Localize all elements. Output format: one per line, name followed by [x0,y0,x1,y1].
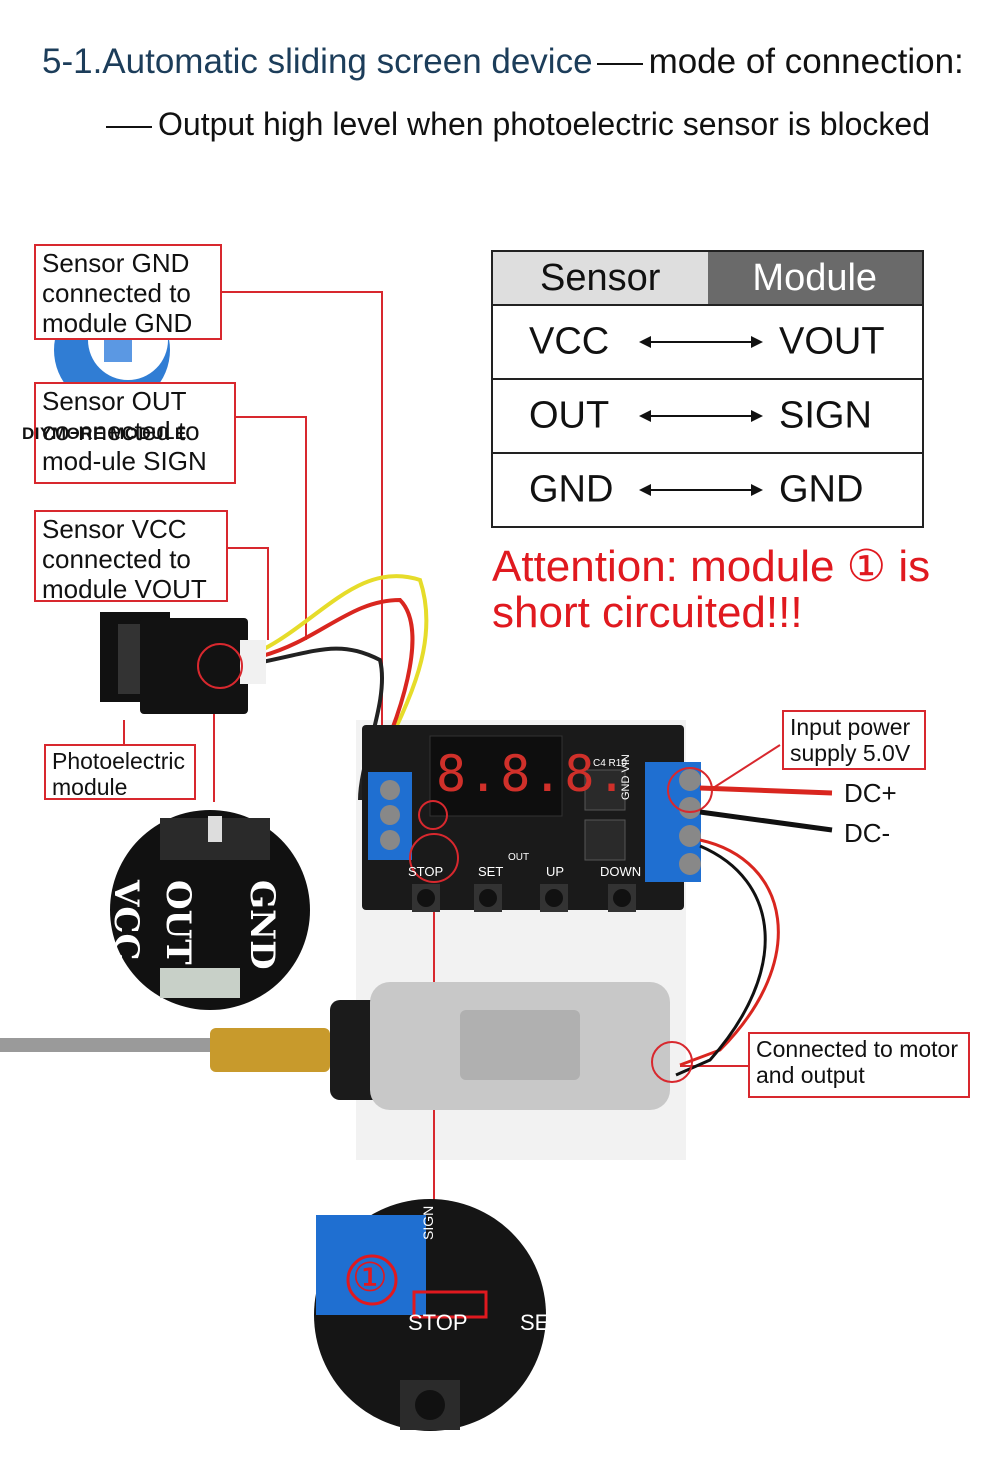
dc-minus-label: DC- [844,818,891,848]
header-module: Module [707,251,923,305]
header-sensor: Sensor [492,251,708,305]
board-button-stop: STOP [408,864,444,879]
zoom-set: SE [520,1310,550,1335]
title-main: 5-1.Automatic sliding screen device [42,42,593,81]
zoom-pin-gnd: GND [242,880,282,970]
page-title: 5-1.Automatic sliding screen device mode … [42,42,964,82]
watermark-text: DIYMORE MODULE [22,424,187,443]
zoom-board-circle [314,1199,546,1431]
board-display: 8.8.8. [436,745,629,803]
page-subtitle: Output high level when photoelectric sen… [106,106,930,143]
title-tail: mode of connection: [648,42,964,81]
double-arrow-icon [639,484,763,496]
attention-line2: short circuited!!! [492,588,803,637]
board-button-down: DOWN [600,864,642,879]
callout-photoelectric: Photoelectric module [44,744,196,800]
subtitle-dash [106,125,152,128]
double-arrow-icon [639,336,763,348]
callout-input-power: Input power supply 5.0V [782,710,926,770]
table-row: OUT SIGN [492,378,923,453]
row-sensor: OUT [529,394,610,437]
table-row: GND GND [492,452,923,527]
title-dash [596,62,643,65]
table-header-row: Sensor Module [492,251,923,305]
row-sensor: VCC [529,320,610,363]
callout-sensor-vcc: Sensor VCC connected to module VOUT [34,510,228,604]
board-button-set: SET [478,864,504,879]
attention-line1: Attention: module ① is [492,542,931,591]
zoom-sensor-circle [110,810,310,1010]
board-button-up: UP [546,864,565,879]
motor [0,982,693,1110]
board-out-label: OUT [508,852,530,863]
motor-wires [675,838,780,1077]
zoom-pin-out: OUT [158,880,198,965]
power-wires [699,785,833,833]
zoom-sign: SIGN [420,1205,436,1240]
zoom-pin-vcc: VCC [106,880,146,961]
row-sensor: GND [529,468,614,511]
double-arrow-icon [639,410,763,422]
pin-mapping-table: Sensor Module VCC VOUT OUT SIGN GND GND [491,250,924,528]
zoom-stop: STOP [408,1310,468,1335]
subtitle-text: Output high level when photoelectric sen… [158,106,930,142]
zoom-marker: ① [352,1256,388,1300]
row-module: SIGN [779,394,872,437]
row-module: GND [779,468,864,511]
callout-sensor-out: Sensor OUT co-nnected to mod-ule SIGN [34,382,236,484]
table-row: VCC VOUT [492,304,923,379]
photoelectric-sensor [100,612,266,714]
dc-plus-label: DC+ [844,778,897,808]
attention-warning: Attention: module ① is short circuited!!… [492,544,930,636]
callout-sensor-gnd: Sensor GND connected to module GND [34,244,222,340]
callout-motor: Connected to motor and output [748,1032,970,1098]
controller-board [362,725,713,912]
board-ic-label: C4 R10 [593,758,627,769]
row-module: VOUT [779,320,885,363]
